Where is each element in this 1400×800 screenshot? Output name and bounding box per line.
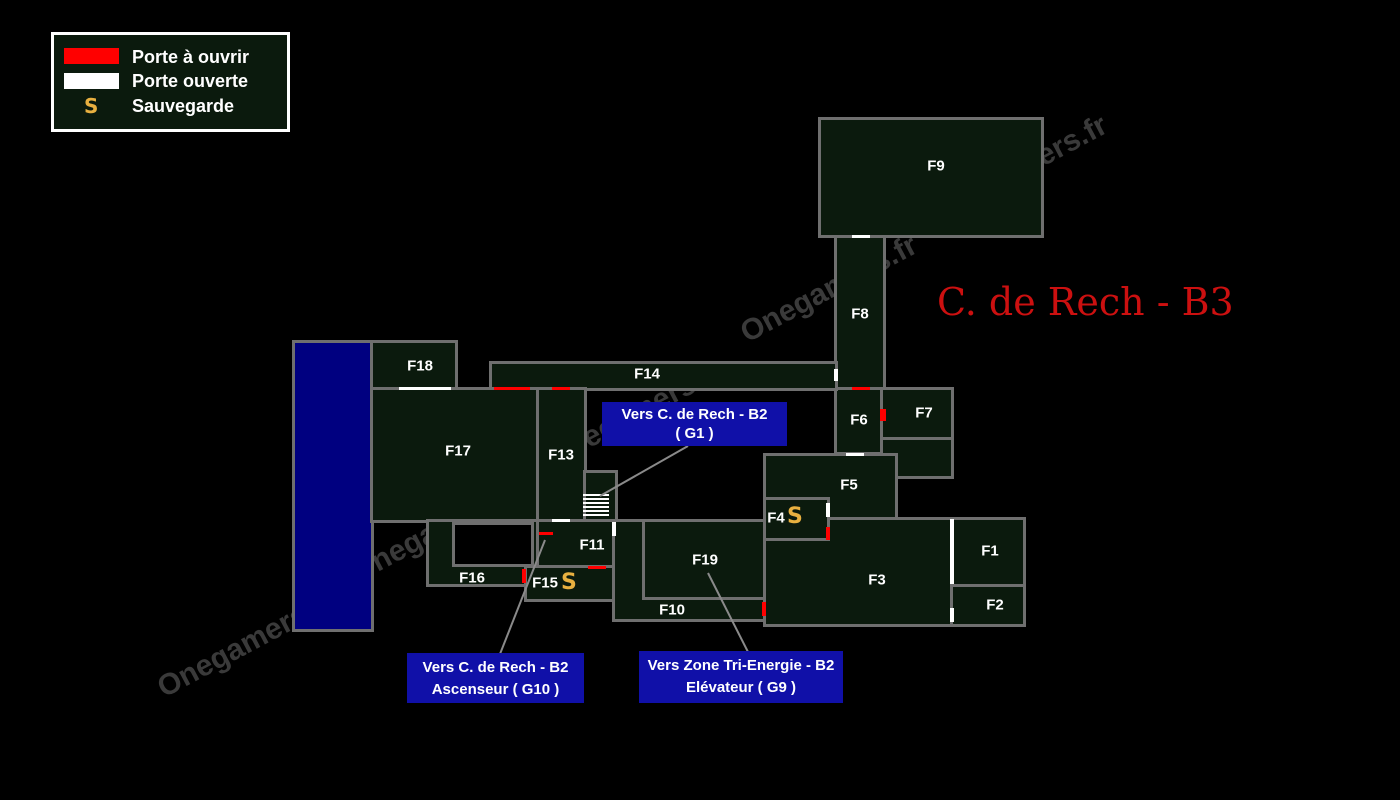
room-label-f10: F10 xyxy=(659,601,685,619)
door-closed xyxy=(494,387,530,390)
door-open xyxy=(612,522,616,536)
door-closed xyxy=(826,527,830,540)
room-label-f18: F18 xyxy=(407,357,433,375)
door-open xyxy=(846,453,864,456)
room-label-f14: F14 xyxy=(634,365,660,383)
note-g9-line2: Elévateur ( G9 ) xyxy=(685,679,797,696)
room-f14 xyxy=(489,361,838,391)
room-f17 xyxy=(370,387,540,523)
room-label-f17: F17 xyxy=(445,442,471,460)
watermark: Onegamers.fr xyxy=(735,228,923,350)
room-label-f2: F2 xyxy=(986,596,1004,614)
door-open xyxy=(950,519,954,584)
door-open xyxy=(852,235,870,238)
note-g10-line1: Vers C. de Rech - B2 xyxy=(422,659,569,676)
save-point-icon: S xyxy=(787,504,803,529)
door-closed xyxy=(552,387,570,390)
door-open xyxy=(399,387,451,390)
door-closed xyxy=(762,602,766,616)
door-closed xyxy=(539,532,553,535)
room-label-f5: F5 xyxy=(840,476,858,494)
room-label-f15: F15 xyxy=(532,574,558,592)
legend-save-label: Sauvegarde xyxy=(132,96,235,116)
room-label-f11: F11 xyxy=(579,536,605,554)
room-label-f1: F1 xyxy=(981,542,999,560)
room-f9 xyxy=(818,117,1044,238)
room-label-f6: F6 xyxy=(850,411,868,429)
room-label-f16: F16 xyxy=(459,569,485,587)
room-label-f4: F4 xyxy=(767,509,785,527)
save-point-icon: S xyxy=(561,570,577,595)
room-label-f13: F13 xyxy=(548,446,574,464)
note-g10-line2: Ascenseur ( G10 ) xyxy=(431,681,560,698)
room-f6 xyxy=(834,387,886,455)
note-g1: Vers C. de Rech - B2 ( G1 ) xyxy=(602,402,787,446)
room-label-f19: F19 xyxy=(692,551,718,569)
room-f7 xyxy=(880,387,954,440)
legend-door-closed-swatch xyxy=(64,48,119,64)
room-f18 xyxy=(370,340,458,391)
room-f2 xyxy=(950,584,1026,627)
room-label-f3: F3 xyxy=(868,571,886,589)
stairs-icon xyxy=(583,494,609,516)
door-closed xyxy=(852,387,870,390)
door-open xyxy=(950,608,954,622)
door-closed xyxy=(522,569,526,583)
room-label-f8: F8 xyxy=(851,305,869,323)
note-g9: Vers Zone Tri-Energie - B2 Elévateur ( G… xyxy=(639,651,843,703)
room-label-f9: F9 xyxy=(927,157,945,175)
legend-door-closed-label: Porte à ouvrir xyxy=(132,47,250,67)
note-g1-line1: Vers C. de Rech - B2 xyxy=(621,406,768,423)
door-open xyxy=(552,519,570,522)
f16-inner-block xyxy=(452,522,534,567)
door-open xyxy=(826,503,830,517)
legend-save-icon: S xyxy=(84,94,99,118)
water-area xyxy=(292,340,374,632)
legend-door-open-swatch xyxy=(64,73,119,89)
door-open xyxy=(834,369,838,381)
note-g10: Vers C. de Rech - B2 Ascenseur ( G10 ) xyxy=(407,653,584,703)
door-closed xyxy=(880,409,886,421)
legend: Porte à ouvrir Porte ouverte S Sauvegard… xyxy=(51,32,290,132)
note-g1-line2: ( G1 ) xyxy=(675,425,714,442)
room-label-f7: F7 xyxy=(915,404,933,422)
room-f1 xyxy=(950,517,1026,587)
room-f13 xyxy=(536,387,587,523)
legend-door-open-label: Porte ouverte xyxy=(132,71,249,91)
map-title: C. de Rech - B3 xyxy=(937,280,1234,324)
note-g9-line1: Vers Zone Tri-Energie - B2 xyxy=(647,657,835,674)
door-closed xyxy=(588,566,606,569)
